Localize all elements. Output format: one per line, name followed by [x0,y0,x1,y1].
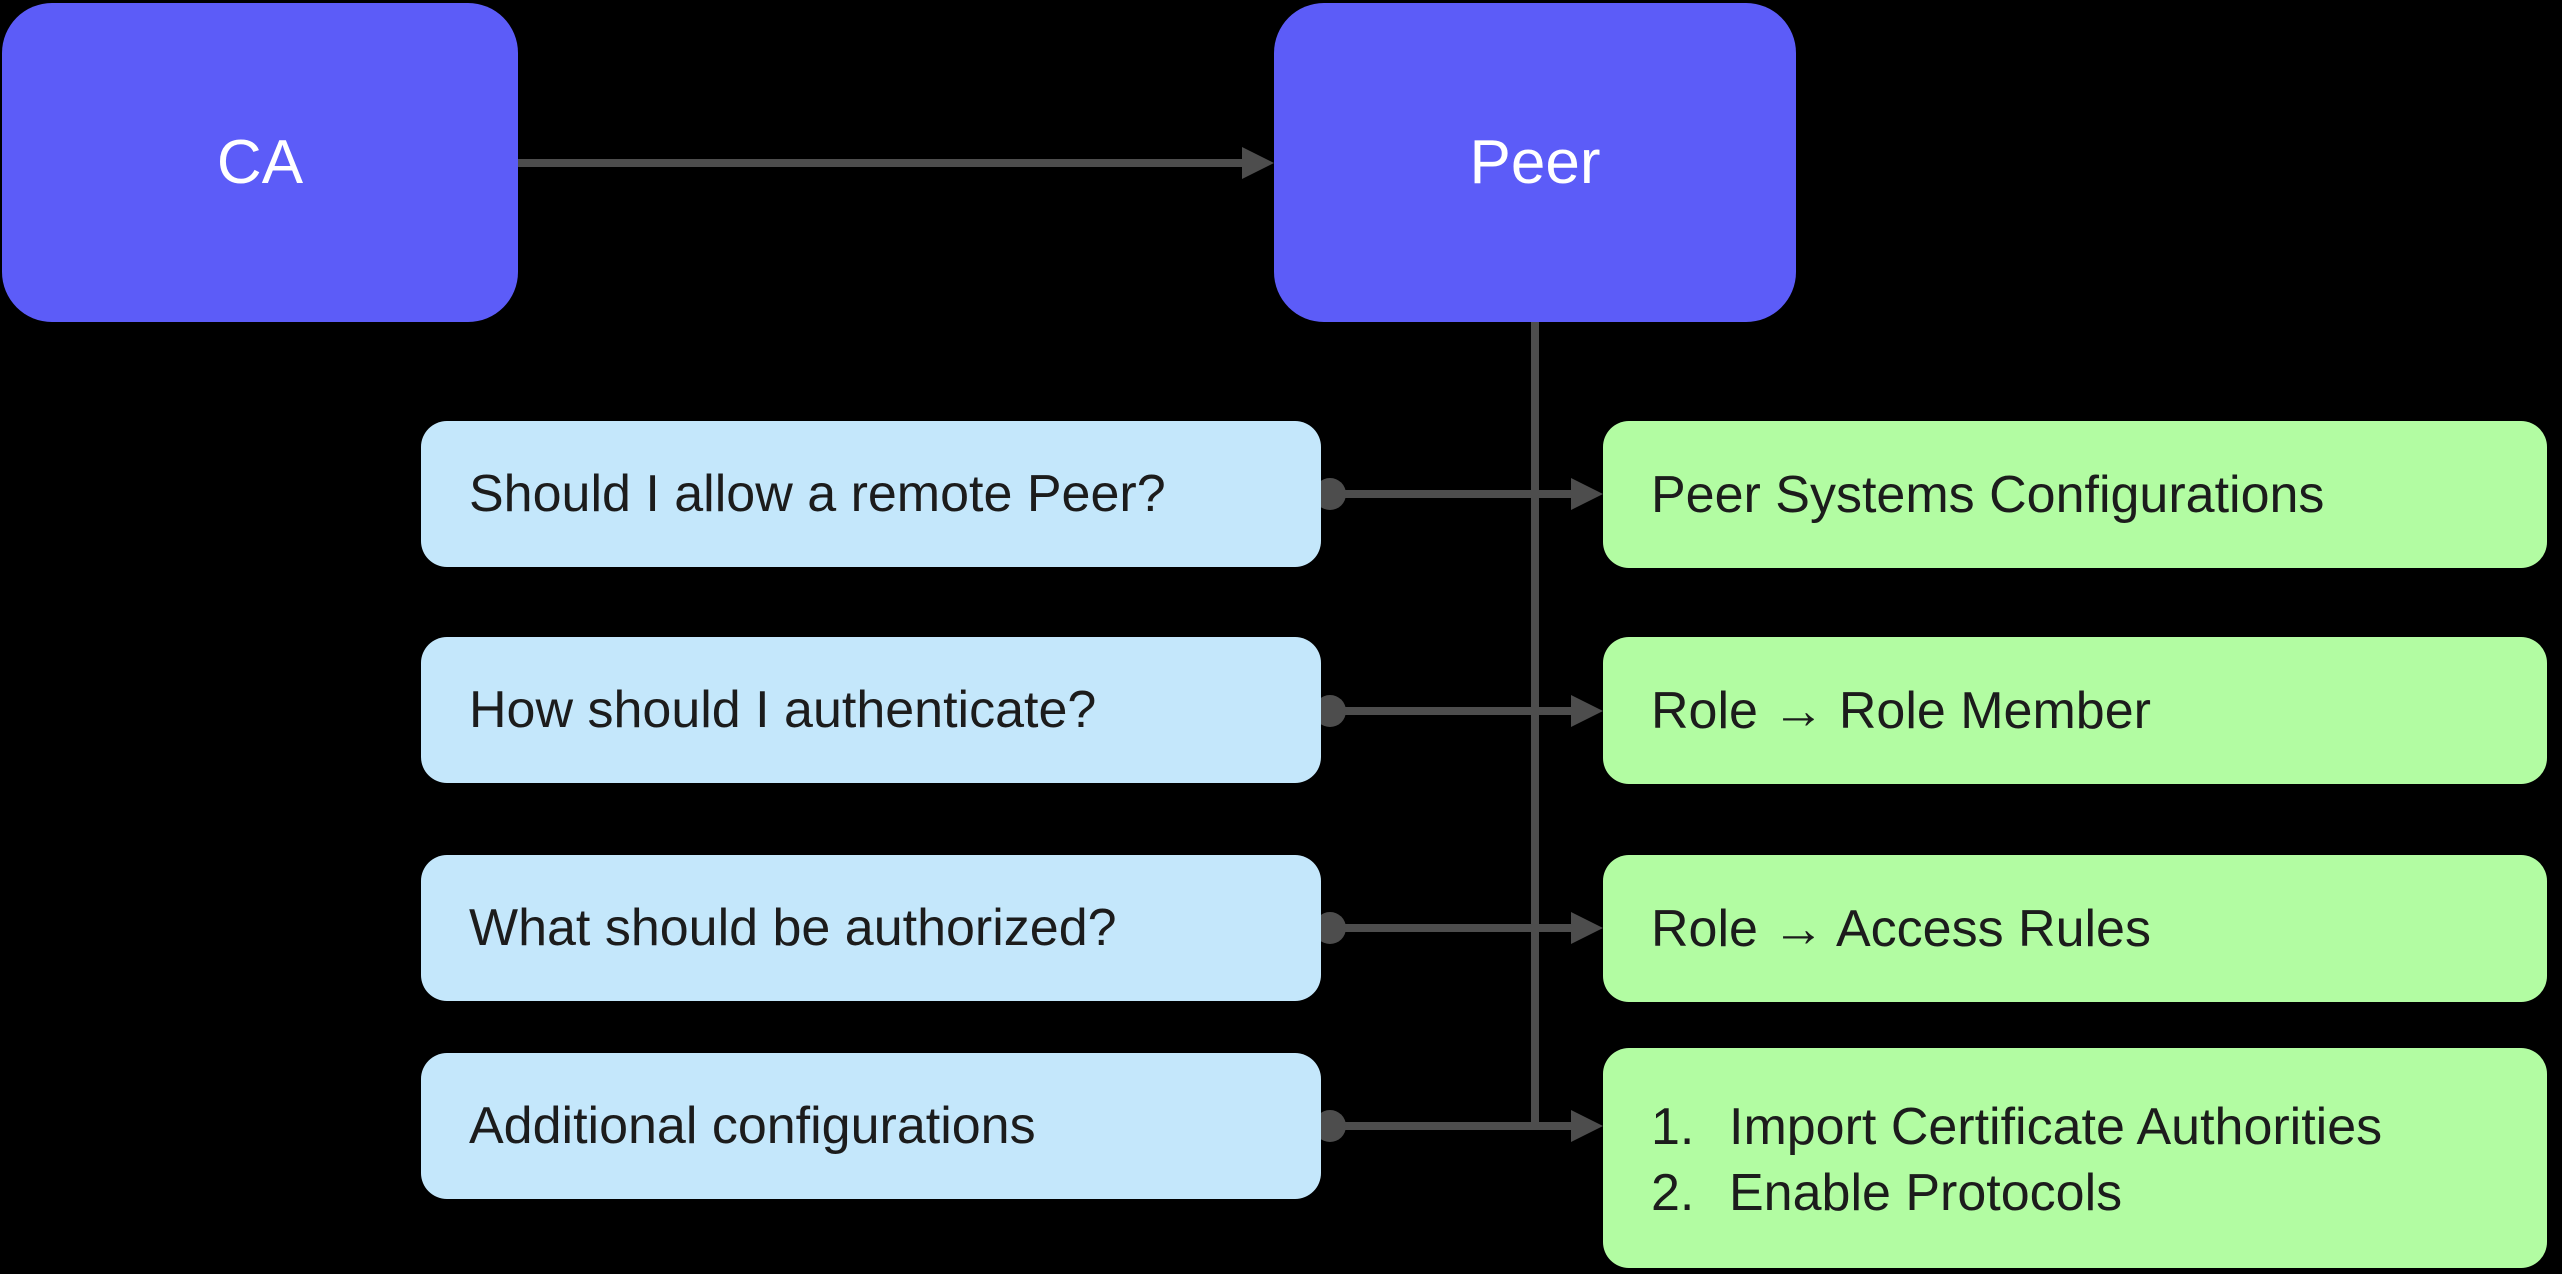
question-box-additional-configurations: Additional configurations [421,1053,1321,1199]
list-item: 1. Import Certificate Authorities [1651,1094,2547,1160]
connector-ca-to-peer [518,159,1242,167]
connector-peer-trunk [1531,322,1539,1130]
connector-row-4 [1330,1122,1571,1130]
list-item-number: 2. [1651,1164,1695,1222]
connector-row-3 [1330,924,1571,932]
arrowhead-row-1-icon [1571,478,1603,510]
question-box-authorized: What should be authorized? [421,855,1321,1001]
arrowhead-row-3-icon [1571,912,1603,944]
answer-label: Role → Access Rules [1651,899,2151,958]
node-peer: Peer [1274,3,1796,322]
arrowhead-row-4-icon [1571,1110,1603,1142]
answer-box-peer-systems-configurations: Peer Systems Configurations [1603,421,2547,568]
question-box-authenticate: How should I authenticate? [421,637,1321,783]
question-label: Additional configurations [469,1097,1036,1155]
arrowhead-ca-to-peer-icon [1242,147,1274,179]
connector-row-1 [1330,490,1571,498]
answer-box-access-rules: Role → Access Rules [1603,855,2547,1002]
question-label: How should I authenticate? [469,681,1097,739]
list-item-text: Import Certificate Authorities [1729,1098,2383,1156]
question-label: Should I allow a remote Peer? [469,465,1166,523]
question-box-allow-remote-peer: Should I allow a remote Peer? [421,421,1321,567]
list-item: 2. Enable Protocols [1651,1160,2547,1226]
list-item-text: Enable Protocols [1729,1164,2123,1222]
connector-row-2 [1330,707,1571,715]
answer-label: Peer Systems Configurations [1651,465,2325,524]
question-label: What should be authorized? [469,899,1117,957]
answer-box-role-member: Role → Role Member [1603,637,2547,784]
answer-label: Role → Role Member [1651,681,2151,740]
node-ca-label: CA [216,128,304,197]
node-ca: CA [2,3,518,322]
list-item-number: 1. [1651,1098,1695,1156]
arrowhead-row-2-icon [1571,695,1603,727]
node-peer-label: Peer [1469,128,1601,197]
answer-box-additional-steps: 1. Import Certificate Authorities 2. Ena… [1603,1048,2547,1268]
